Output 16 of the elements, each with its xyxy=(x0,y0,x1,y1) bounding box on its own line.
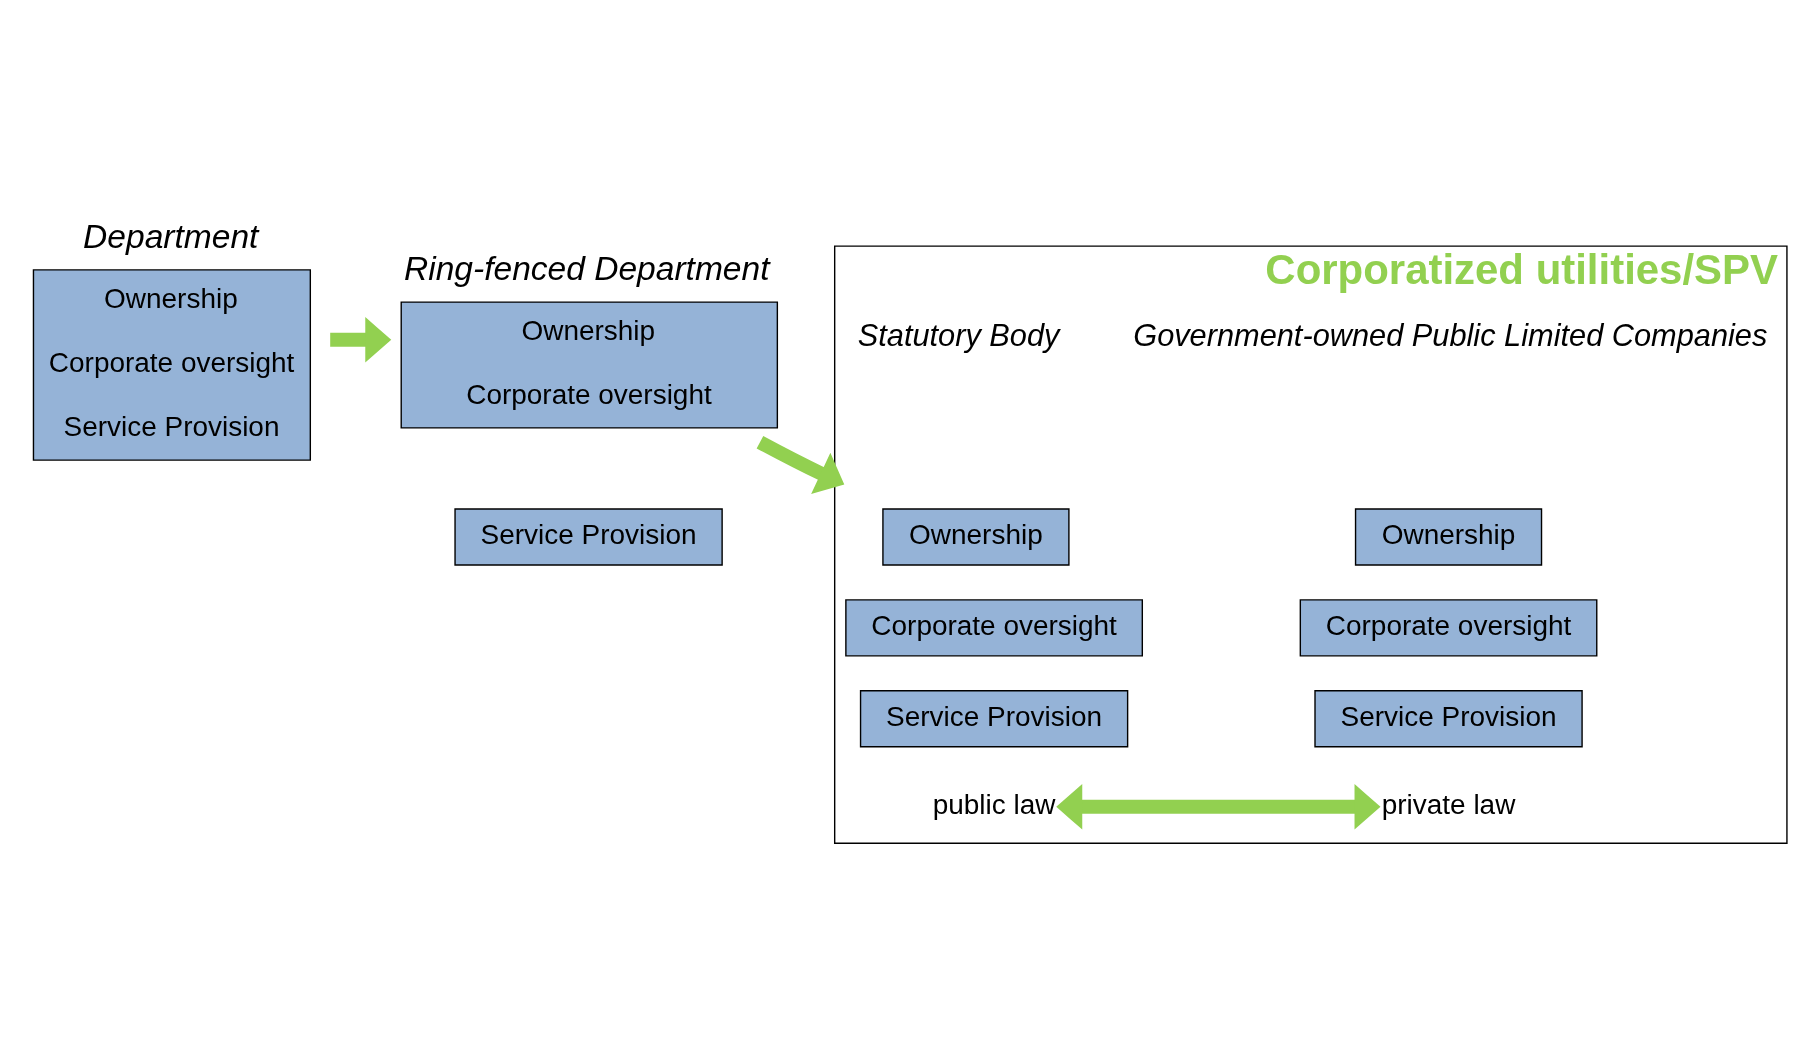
node-label: Ring-fenced Department xyxy=(404,249,770,287)
node-box: Service Provision xyxy=(859,689,1129,747)
label: Statutory Body xyxy=(857,317,1060,353)
node-box: Service Provision xyxy=(454,507,723,566)
node-label: Department xyxy=(83,217,259,255)
arrow xyxy=(756,435,845,494)
arrow xyxy=(1056,783,1381,830)
arrow xyxy=(330,316,392,363)
node-box: Corporate oversight xyxy=(1299,598,1598,657)
node-box: Corporate oversight xyxy=(845,598,1143,657)
node-text: public law xyxy=(932,788,1056,820)
node-box: Service Provision xyxy=(1314,689,1583,747)
node-text: private law xyxy=(1381,788,1516,820)
node-box: Ownership xyxy=(1354,507,1543,566)
label: Government-owned Public Limited Companies xyxy=(1133,317,1768,353)
node-box: Ownership xyxy=(882,507,1070,566)
